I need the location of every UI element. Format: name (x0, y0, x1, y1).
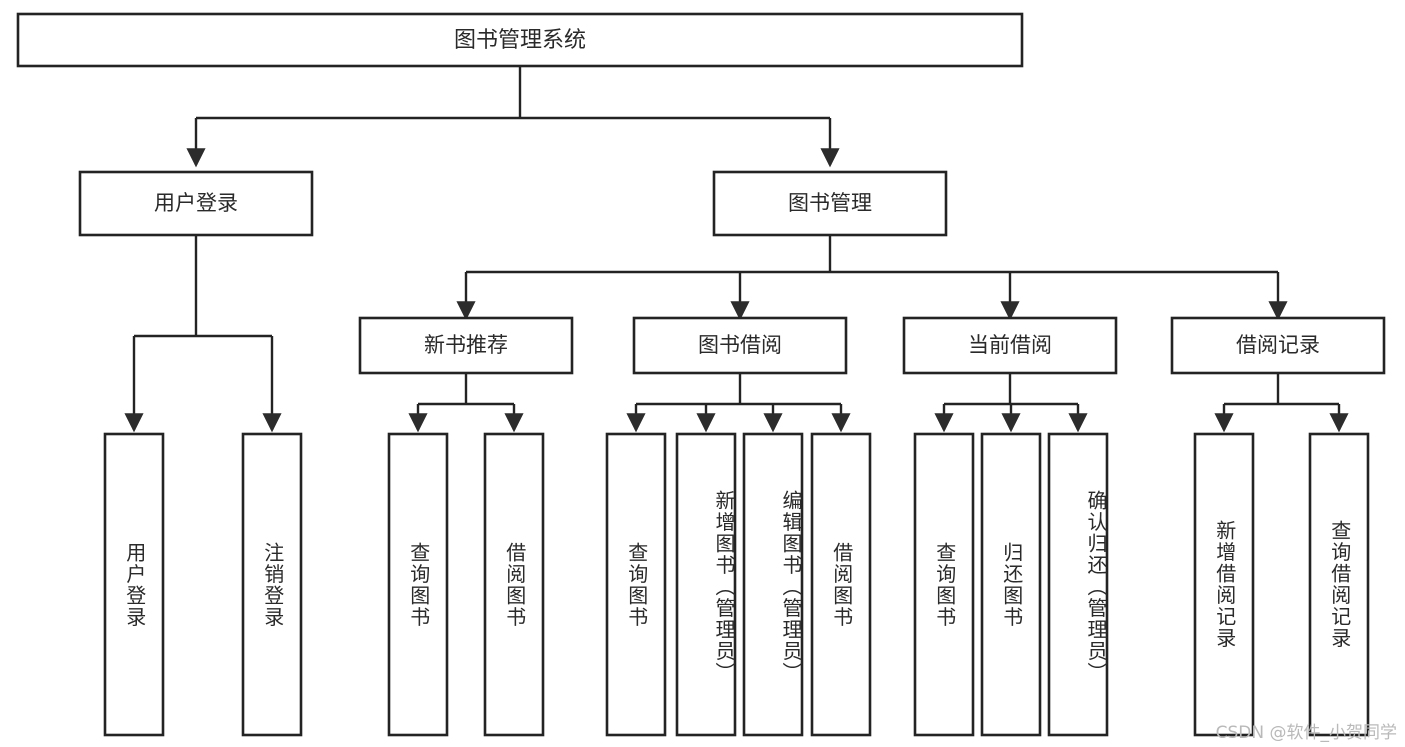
node-book-manage-box[interactable] (712, 170, 948, 237)
node-current-borrow-box[interactable] (902, 316, 1118, 375)
leaf-edit-book-box[interactable] (742, 432, 804, 737)
watermark-text: CSDN @软件_小贺同学 (1215, 723, 1397, 743)
node-current-borrow[interactable]: 当前借阅 (902, 316, 1118, 375)
node-new-book-recommend-label: 新书推荐 (424, 333, 508, 357)
leaf-logout-login-box[interactable] (241, 432, 303, 737)
node-book-borrow-box[interactable] (632, 316, 848, 375)
node-borrow-record[interactable]: 借阅记录 (1170, 316, 1386, 375)
node-new-book-recommend[interactable]: 新书推荐 (358, 316, 574, 375)
leaf-add-record-box[interactable] (1193, 432, 1255, 737)
node-user-login-label: 用户登录 (154, 191, 238, 215)
leaf-boxes (103, 432, 1370, 737)
node-book-borrow-label: 图书借阅 (698, 333, 782, 357)
leaf-borrow-book-2-box[interactable] (810, 432, 872, 737)
node-book-manage[interactable]: 图书管理 (712, 170, 948, 237)
connectors (124, 66, 1349, 433)
leaf-confirm-return-box[interactable] (1047, 432, 1109, 737)
node-root-box[interactable] (16, 12, 1024, 68)
node-book-borrow[interactable]: 图书借阅 (632, 316, 848, 375)
leaf-query-book-1-box[interactable] (387, 432, 449, 737)
node-user-login-box[interactable] (78, 170, 314, 237)
node-new-book-recommend-box[interactable] (358, 316, 574, 375)
leaf-return-book-box[interactable] (980, 432, 1042, 737)
node-book-manage-label: 图书管理 (788, 191, 872, 215)
node-borrow-record-label: 借阅记录 (1236, 333, 1320, 357)
leaf-query-record-box[interactable] (1308, 432, 1370, 737)
node-user-login[interactable]: 用户登录 (78, 170, 314, 237)
leaf-query-book-2-box[interactable] (605, 432, 667, 737)
leaf-user-login-box[interactable] (103, 432, 165, 737)
node-root[interactable]: 图书管理系统 (16, 12, 1024, 68)
node-current-borrow-label: 当前借阅 (968, 333, 1052, 357)
node-root-label: 图书管理系统 (454, 28, 586, 53)
node-borrow-record-box[interactable] (1170, 316, 1386, 375)
leaf-borrow-book-1-box[interactable] (483, 432, 545, 737)
leaf-add-book-box[interactable] (675, 432, 737, 737)
leaf-query-book-3-box[interactable] (913, 432, 975, 737)
